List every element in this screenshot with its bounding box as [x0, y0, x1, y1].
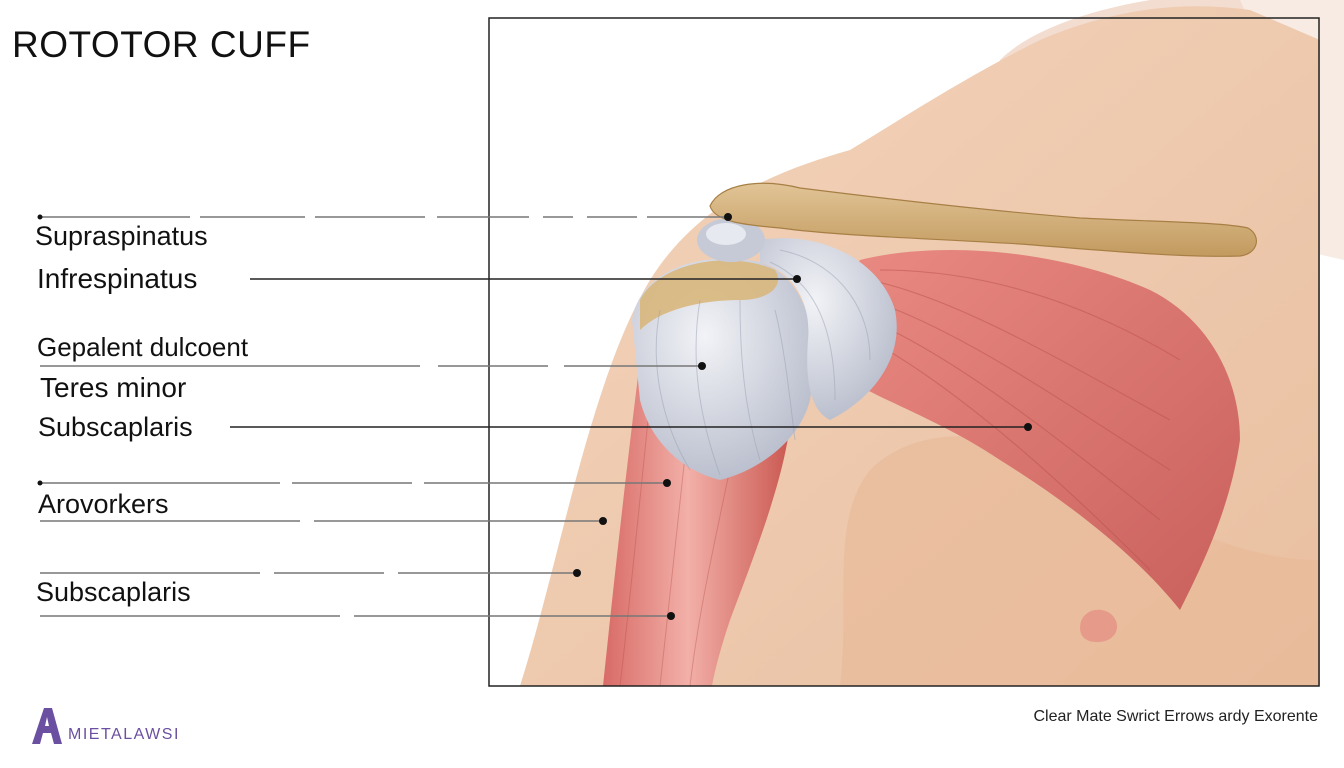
rotator-band: [760, 238, 897, 420]
leader-dots: [37, 213, 1032, 620]
dot-subscaplaris-2-bottom: [667, 612, 675, 620]
label-supraspinatus: Supraspinatus: [35, 221, 208, 251]
nipple-icon: [1080, 609, 1118, 643]
dot-subscaplaris-2-top: [573, 569, 581, 577]
band-fibers: [769, 249, 871, 401]
label-subscaplaris-1: Subscaplaris: [38, 412, 193, 442]
humeral-head: [632, 258, 814, 480]
label-gepalent-dulcoent: Gepalent dulcoent: [37, 332, 249, 362]
torso-shadow: [840, 436, 1320, 686]
illustration-frame: [488, 17, 1320, 687]
label-teres-minor: Teres minor: [40, 372, 187, 403]
label-arovorkers: Arovorkers: [38, 489, 169, 519]
dot-arovorkers-bottom: [599, 517, 607, 525]
dot-left-start-1: [37, 214, 43, 220]
clavicle-bone: [709, 182, 1257, 257]
leader-lines: [40, 216, 1028, 617]
dot-arovorkers-top: [663, 479, 671, 487]
page-title: ROTOTOR CUFF: [12, 24, 311, 65]
label-subscaplaris-2: Subscaplaris: [36, 577, 191, 607]
dot-infrespinatus: [793, 275, 801, 283]
pectoral-muscle: [843, 250, 1240, 610]
tendon-fibers: [655, 299, 796, 476]
dot-supraspinatus: [724, 213, 732, 221]
dot-subscaplaris-1: [1024, 423, 1032, 431]
brand-name: MIETALAWSI: [68, 726, 180, 743]
brand-logo: MIETALAWSI: [30, 706, 180, 746]
dot-left-start-2: [37, 480, 43, 486]
brand-mark-icon: [32, 708, 62, 744]
label-infrespinatus: Infrespinatus: [37, 263, 198, 294]
muscle-fibers: [869, 269, 1181, 571]
acromion-knob-highlight: [706, 223, 746, 245]
footer-caption: Clear Mate Swrict Errows ardy Exorente: [1033, 708, 1318, 725]
dot-gepalent: [698, 362, 706, 370]
humeral-cap: [640, 260, 779, 330]
